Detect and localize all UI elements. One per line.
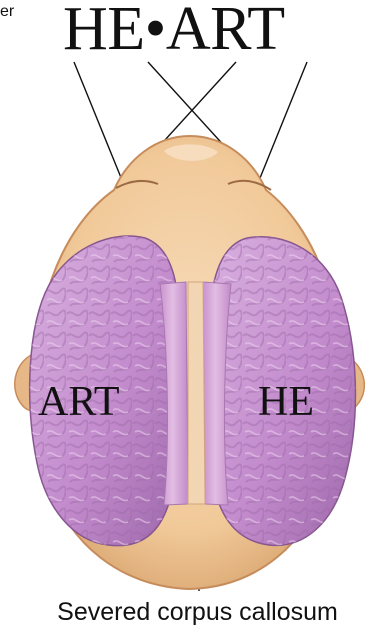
stimulus-word: HE•ART [63,0,333,60]
right-visual-line-2 [258,62,307,183]
right-hemisphere-label: HE [258,381,314,423]
corpus-callosum-caption: Severed corpus callosum [30,600,365,625]
left-visual-line-1 [74,62,124,185]
left-hemisphere-label: ART [38,381,119,423]
severed-corpus-callosum-gap [188,282,205,504]
